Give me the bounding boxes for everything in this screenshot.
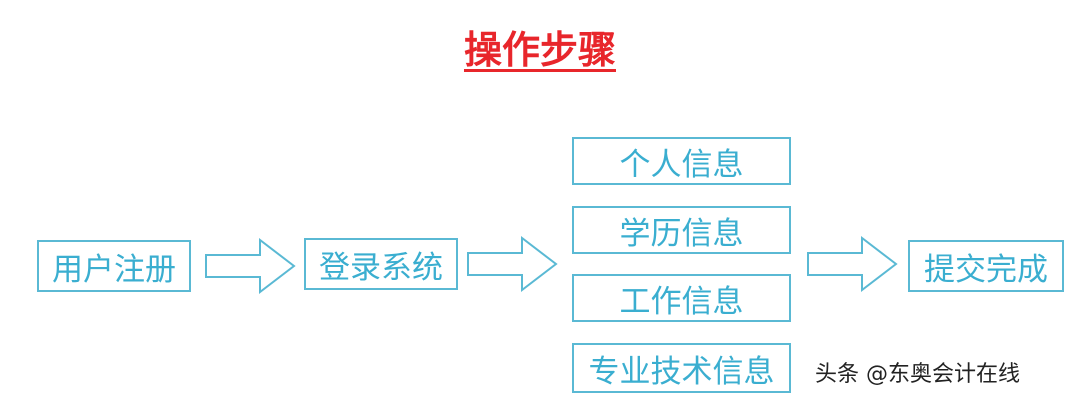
step-work-info: 工作信息 <box>572 274 791 322</box>
step-education-info: 学历信息 <box>572 206 791 254</box>
step-professional-info: 专业技术信息 <box>572 343 791 393</box>
diagram-title: 操作步骤 <box>0 26 1080 74</box>
step-submit: 提交完成 <box>908 240 1064 292</box>
step-personal-info: 个人信息 <box>572 137 791 185</box>
step-register: 用户注册 <box>37 240 191 292</box>
arrow-icon-1 <box>205 238 296 294</box>
arrow-icon-2 <box>467 236 558 292</box>
watermark: 头条 @东奥会计在线 <box>815 362 1020 387</box>
diagram-title-text: 操作步骤 <box>463 28 616 72</box>
step-login: 登录系统 <box>304 238 458 290</box>
arrow-icon-3 <box>807 236 898 292</box>
